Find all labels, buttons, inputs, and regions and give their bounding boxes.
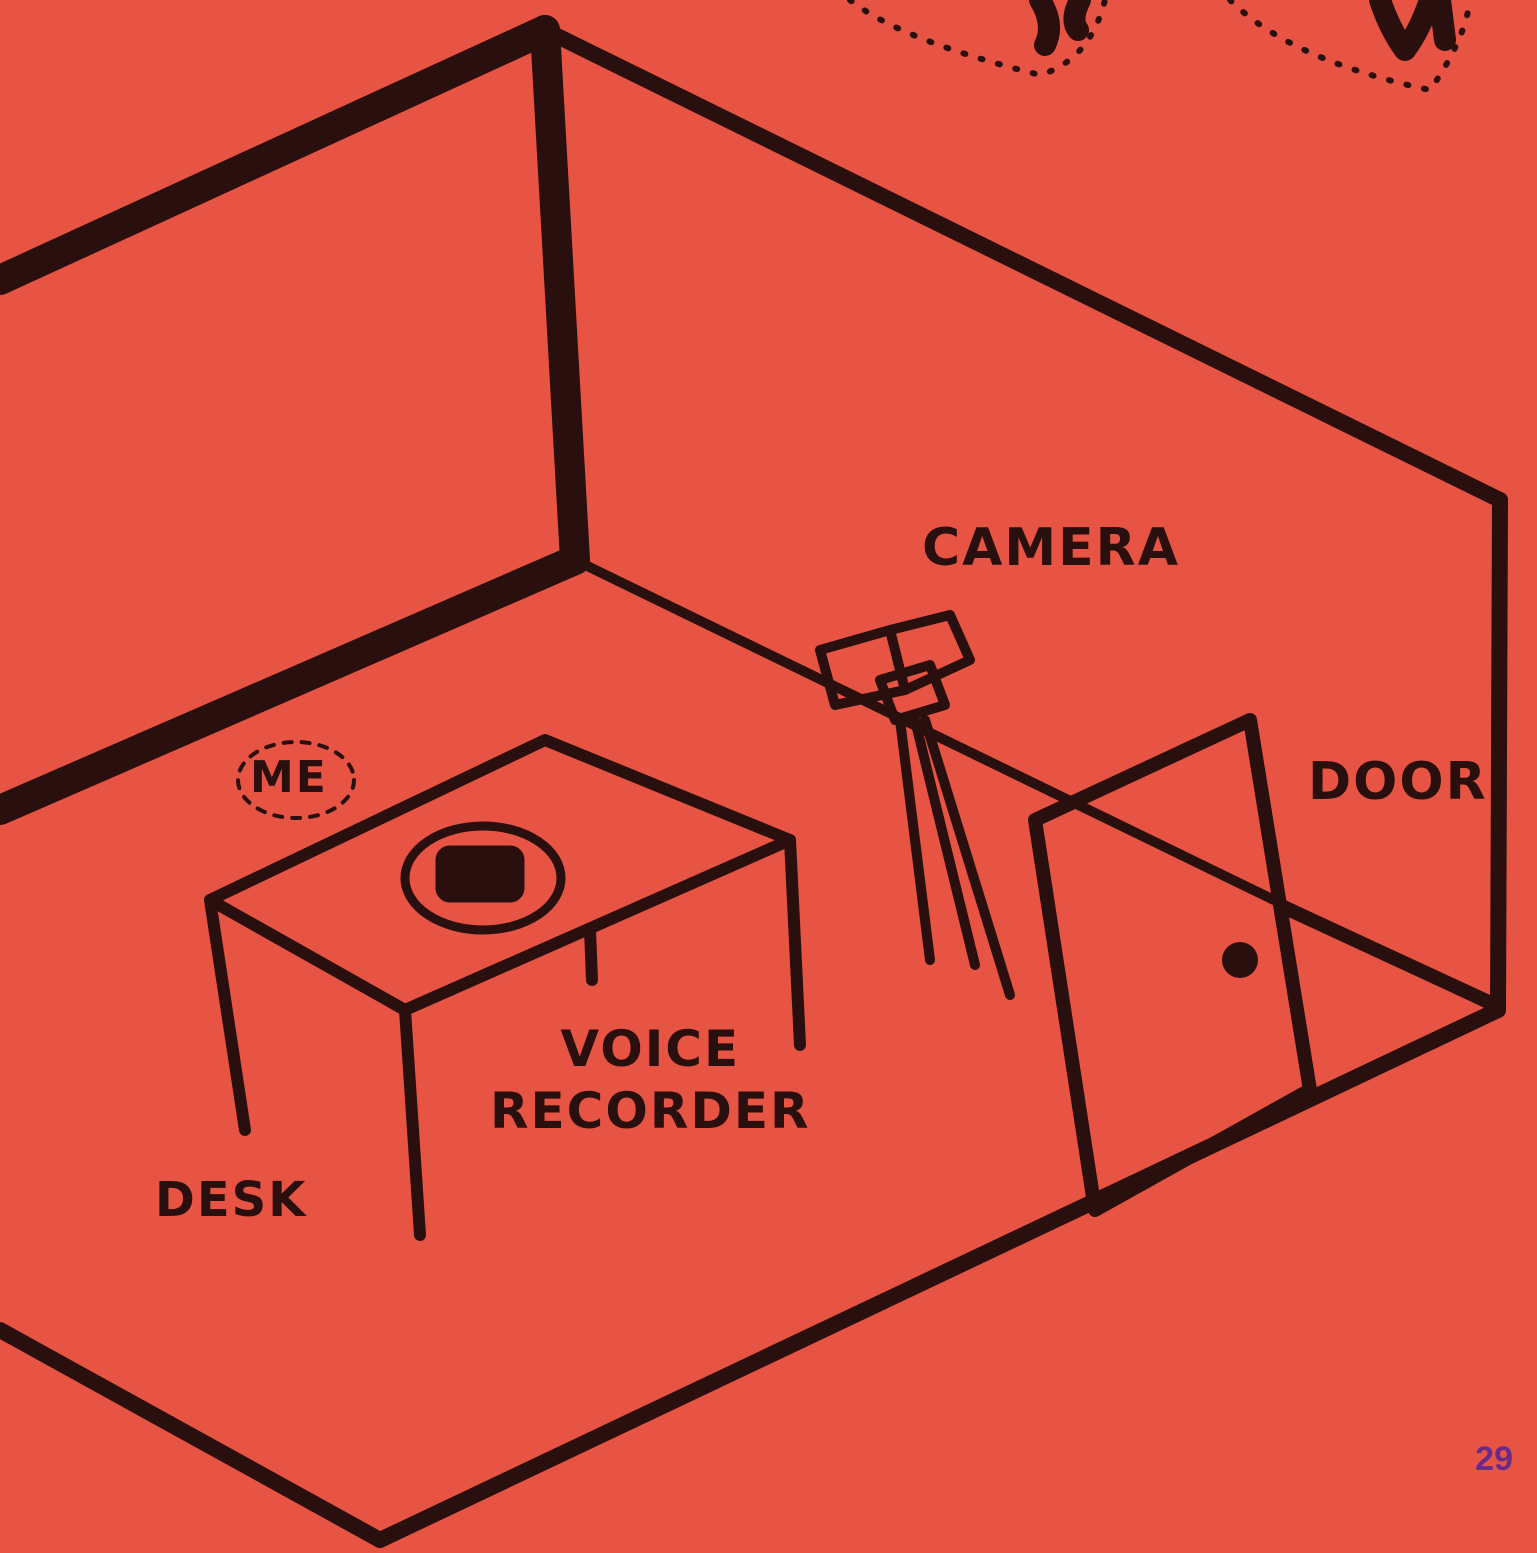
camera-drawing [820,615,1010,995]
page-number: 29 [1475,1440,1513,1479]
room-walls [0,30,575,810]
voice-recorder-label: VOICE RECORDER [490,1018,811,1142]
voice-recorder-label-line2: RECORDER [490,1080,811,1142]
desk-drawing [210,740,800,1235]
voice-recorder-label-line1: VOICE [490,1018,811,1080]
desk-label: DESK [155,1172,307,1228]
me-label: ME [250,752,328,803]
door-knob [1222,942,1258,978]
room-back-wall [0,30,1500,1540]
door-label: DOOR [1308,752,1488,812]
camera-label: CAMERA [922,518,1180,578]
title-lettering [1040,0,1445,50]
voice-recorder-drawing [405,826,561,930]
